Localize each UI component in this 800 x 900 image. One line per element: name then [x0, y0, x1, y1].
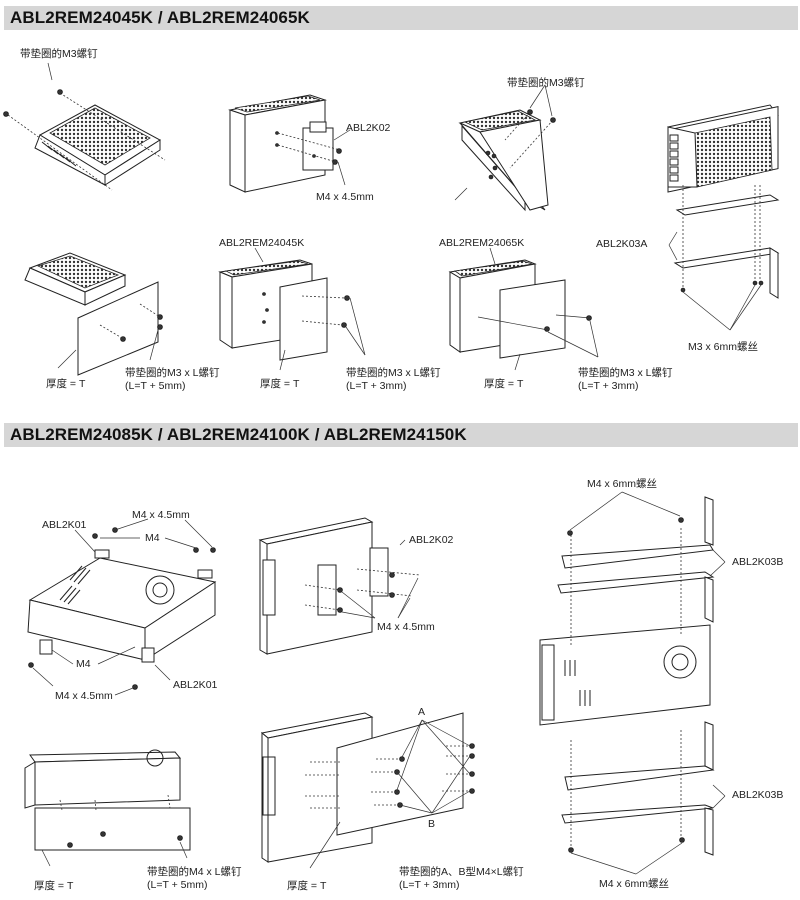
label-abl2k01-bottom: ABL2K01 [173, 679, 218, 691]
psu-panel-mount-long-5mm [24, 749, 191, 867]
psu-panel-mount-5mm [24, 252, 163, 376]
label-screw-e: 带垫圈的A、B型M4×L螺钉 [399, 866, 524, 878]
label-thickness-a: 厚度 = T [46, 378, 86, 390]
label-m3-washer-screw-1: 带垫圈的M3螺钉 [20, 48, 98, 60]
label-m4-top: M4 [145, 532, 160, 544]
label-abl2k02: ABL2K02 [346, 122, 391, 134]
label-screw-a: 带垫圈的M3 x L螺钉 [125, 367, 220, 379]
psu-foot-mount-abl2k01 [27, 518, 217, 696]
label-length-b: (L=T + 3mm) [346, 380, 407, 392]
psu-din-clip-large-abl2k02 [258, 517, 421, 655]
label-abl2rem24045k: ABL2REM24045K [219, 237, 305, 249]
label-m4-6mm-bottom: M4 x 6mm螺丝 [599, 878, 670, 890]
label-screw-b: 带垫圈的M3 x L螺钉 [346, 367, 441, 379]
label-screw-c: 带垫圈的M3 x L螺钉 [578, 367, 673, 379]
label-thickness-e: 厚度 = T [287, 880, 327, 892]
label-abl2k01-top: ABL2K01 [42, 519, 87, 531]
label-m3-6mm: M3 x 6mm螺丝 [688, 341, 759, 353]
label-m4-4-5mm-top: M4 x 4.5mm [132, 509, 190, 521]
psu-panel-mount-24045k [218, 247, 366, 371]
psu-rear-mount-m3 [454, 84, 556, 212]
label-length-c: (L=T + 3mm) [578, 380, 639, 392]
label-length-d: (L=T + 5mm) [147, 879, 208, 891]
label-abl2k03b-top: ABL2K03B [732, 556, 784, 568]
label-length-e: (L=T + 3mm) [399, 879, 460, 891]
label-thickness-b: 厚度 = T [260, 378, 300, 390]
section-title-1: ABL2REM24045K / ABL2REM24065K [10, 8, 310, 27]
label-thickness-d: 厚度 = T [34, 880, 74, 892]
label-marker-a: A [418, 706, 426, 718]
section-title-2: ABL2REM24085K / ABL2REM24100K / ABL2REM2… [10, 425, 467, 444]
label-abl2rem24065k: ABL2REM24065K [439, 237, 525, 249]
label-m4-6mm-top: M4 x 6mm螺丝 [587, 478, 658, 490]
label-m3-washer-screw-2: 带垫圈的M3螺钉 [507, 77, 585, 89]
psu-bracket-abl2k03b [539, 491, 726, 875]
label-m4-4-5mm-bottom: M4 x 4.5mm [55, 690, 113, 702]
label-m4-4-5mm: M4 x 4.5mm [316, 191, 374, 203]
psu-side-mount-m3 [3, 62, 166, 191]
label-marker-b: B [428, 818, 436, 830]
label-length-a: (L=T + 5mm) [125, 380, 186, 392]
label-screw-d: 带垫圈的M4 x L螺钉 [147, 866, 242, 878]
label-m4-4-5mm-din: M4 x 4.5mm [377, 621, 435, 633]
psu-bracket-abl2k03a [667, 104, 780, 331]
psu-panel-mount-ab-screws [260, 712, 475, 869]
label-abl2k03b-bottom: ABL2K03B [732, 789, 784, 801]
label-abl2k02-large: ABL2K02 [409, 534, 454, 546]
section-header-2: ABL2REM24085K / ABL2REM24100K / ABL2REM2… [4, 423, 798, 447]
psu-din-clip-abl2k02 [228, 94, 351, 193]
section-header-1: ABL2REM24045K / ABL2REM24065K [4, 6, 798, 30]
label-thickness-c: 厚度 = T [484, 378, 524, 390]
psu-panel-mount-24065k [448, 247, 599, 371]
label-m4-bottom: M4 [76, 658, 91, 670]
label-abl2k03a: ABL2K03A [596, 238, 648, 250]
